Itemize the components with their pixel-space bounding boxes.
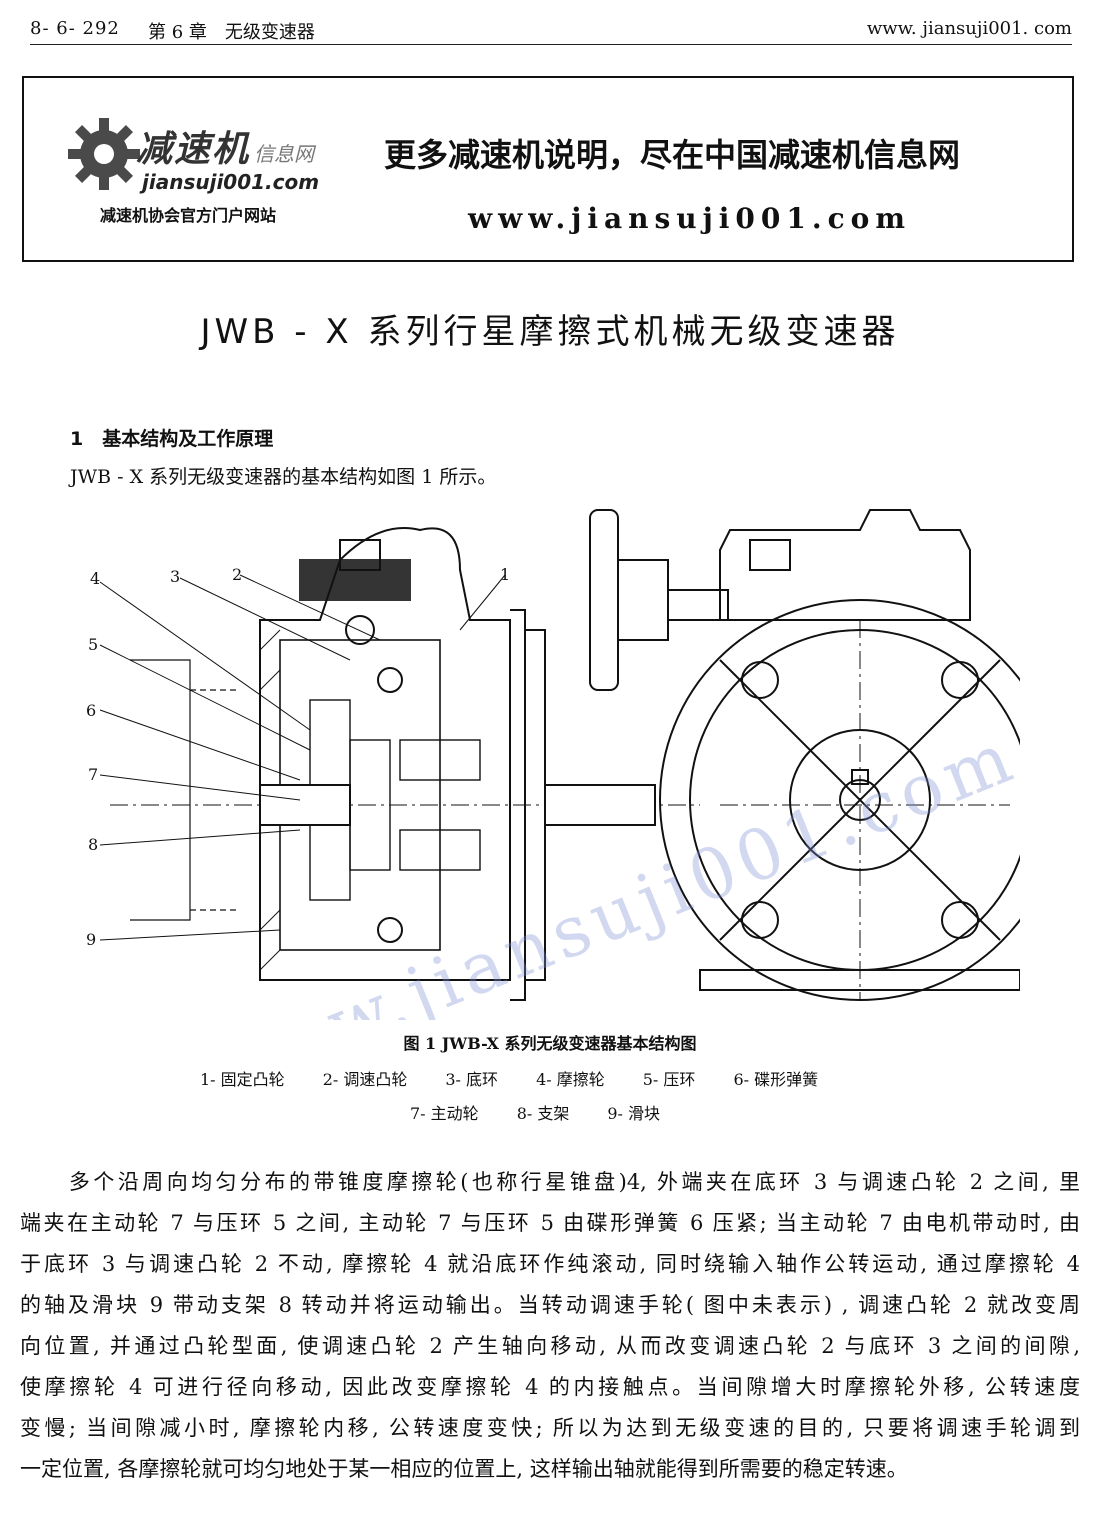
header-website: www. jiansuji001. com — [866, 18, 1072, 39]
callout-6: 6 — [86, 701, 96, 720]
body-paragraph: 多个沿周向均匀分布的带锥度摩擦轮(也称行星锥盘)4, 外端夹在底环 3 与调速凸… — [20, 1162, 1080, 1490]
legend-item: 6- 碟形弹簧 — [733, 1070, 819, 1089]
banner-url[interactable]: www.jiansuji001.com — [468, 202, 911, 235]
body-line: 向位置, 并通过凸轮型面, 使调速凸轮 2 产生轴向移动, 从而改变调速凸轮 2… — [20, 1334, 1080, 1358]
legend-item: 7- 主动轮 — [410, 1104, 479, 1123]
body-line: 变慢; 当间隙减小时, 摩擦轮内移, 公转速度变快; 所以为达到无级变速的目的,… — [20, 1416, 1080, 1440]
body-line: 多个沿周向均匀分布的带锥度摩擦轮(也称行星锥盘)4, 外端夹在底环 3 与调速凸… — [20, 1170, 1080, 1194]
chapter-title: 第 6 章 无级变速器 — [148, 22, 315, 43]
callout-1: 1 — [500, 565, 510, 584]
technical-drawing: www.jiansuji001.com 1 2 3 4 5 6 7 8 9 — [86, 509, 1061, 1116]
intro-sentence: JWB - X 系列无级变速器的基本结构如图 1 所示。 — [70, 466, 497, 488]
figure-legend-row-2: 7- 主动轮 8- 支架 9- 滑块 — [410, 1100, 698, 1124]
legend-item: 5- 压环 — [642, 1070, 696, 1089]
running-header: 8- 6- 292 第 6 章 无级变速器 www. jiansuji001. … — [30, 14, 1072, 45]
legend-item: 8- 支架 — [516, 1104, 570, 1123]
callout-9: 9 — [86, 930, 96, 949]
page-number: 8- 6- 292 — [30, 18, 120, 39]
section-heading: 1 基本结构及工作原理 — [70, 428, 274, 450]
banner-slogan: 更多减速机说明，尽在中国减速机信息网 — [384, 136, 961, 174]
body-line: 的轴及滑块 9 带动支架 8 转动并将运动输出。当转动调速手轮( 图中未表示) … — [20, 1293, 1080, 1317]
document-title: JWB - X 系列行星摩擦式机械无级变速器 — [200, 312, 900, 352]
callout-4: 4 — [90, 569, 100, 588]
body-line: 于底环 3 与调速凸轮 2 不动, 摩擦轮 4 就沿底环作纯滚动, 同时绕输入轴… — [20, 1252, 1081, 1276]
body-line: 端夹在主动轮 7 与压环 5 之间, 主动轮 7 与压环 5 由碟形弹簧 6 压… — [20, 1211, 1080, 1235]
legend-item: 3- 底环 — [445, 1070, 499, 1089]
promo-banner: 减速机信息网 jiansuji001.com 减速机协会官方门户网站 更多减速机… — [22, 76, 1074, 262]
logo-brand-sub: 信息网 — [254, 142, 315, 166]
logo-brand: 减速机信息网 — [136, 129, 315, 170]
body-line: 使摩擦轮 4 可进行径向移动, 因此改变摩擦轮 4 的内接触点。当间隙增大时摩擦… — [20, 1375, 1080, 1399]
body-line: 一定位置, 各摩擦轮就可均匀地处于某一相应的位置上, 这样输出轴就能得到所需要的… — [20, 1457, 908, 1481]
gear-icon — [68, 118, 140, 190]
callout-5: 5 — [88, 635, 98, 654]
callout-8: 8 — [88, 835, 98, 854]
figure-legend-row-1: 1- 固定凸轮 2- 调速凸轮 3- 底环 4- 摩擦轮 5- 压环 6- 碟形弹簧 — [200, 1066, 856, 1090]
legend-item: 2- 调速凸轮 — [322, 1070, 408, 1089]
structure-figure: www.jiansuji001.com 1 2 3 4 5 6 7 8 9 — [80, 500, 1061, 1116]
callout-7: 7 — [88, 765, 98, 784]
legend-item: 9- 滑块 — [607, 1104, 661, 1123]
logo-tagline: 减速机协会官方门户网站 — [100, 206, 277, 225]
figure-caption: 图 1 JWB-X 系列无级变速器基本结构图 — [403, 1034, 697, 1053]
legend-item: 1- 固定凸轮 — [200, 1070, 285, 1089]
callout-3: 3 — [170, 567, 180, 586]
legend-item: 4- 摩擦轮 — [536, 1070, 605, 1089]
logo-domain: jiansuji001.com — [142, 170, 320, 194]
watermark-text: www.jiansuji001.com — [193, 715, 1020, 1020]
callout-2: 2 — [232, 565, 242, 584]
